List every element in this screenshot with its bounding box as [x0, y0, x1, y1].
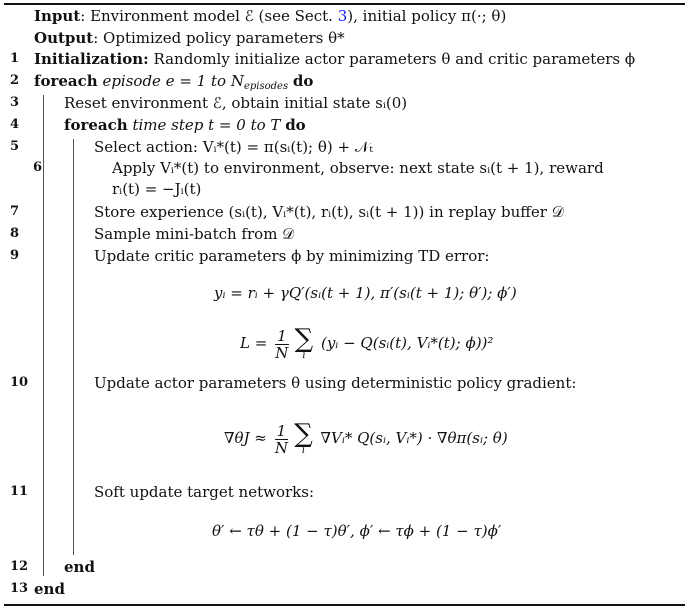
bottom-rule — [4, 604, 685, 606]
block-bar-outer — [43, 95, 44, 576]
line-number: 1 — [10, 51, 20, 66]
keyword-foreach: foreach — [34, 72, 98, 90]
loss-lhs: L = — [240, 334, 268, 352]
line-number: 3 — [10, 95, 20, 110]
sum-index: i — [301, 445, 306, 456]
line-7: Store experience (sᵢ(t), Vᵢ*(t), rᵢ(t), … — [94, 203, 564, 221]
line-4: foreach time step t = 0 to T do — [64, 115, 306, 135]
sum-symbol: ∑i — [294, 419, 313, 456]
input-label: Input — [34, 7, 81, 25]
keyword-end: end — [64, 558, 95, 576]
line-9: Update critic parameters ϕ by minimizing… — [94, 247, 490, 265]
init-label: Initialization: — [34, 50, 149, 68]
loop-spec: episode e = 1 to N — [102, 72, 244, 90]
output-text: : Optimized policy parameters θ* — [93, 29, 345, 47]
line-number: 4 — [10, 117, 20, 132]
line-10: Update actor parameters θ using determin… — [94, 374, 577, 392]
line-number: 5 — [10, 139, 20, 154]
loop-sub: episodes — [243, 81, 289, 92]
line-3: Reset environment ℰ, obtain initial stat… — [64, 94, 408, 112]
block-bar-inner — [73, 139, 74, 555]
output-label: Output — [34, 29, 94, 47]
line-number: 13 — [10, 581, 29, 596]
sigma: ∑ — [294, 419, 313, 449]
line-number: 6 — [33, 160, 43, 175]
equation-soft-update: θ′ ← τθ + (1 − τ)θ′, ϕ′ ← τϕ + (1 − τ)ϕ′ — [212, 522, 502, 540]
keyword-do: do — [285, 116, 306, 134]
line-6b: rᵢ(t) = −Jᵢ(t) — [112, 180, 202, 198]
numerator: 1 — [275, 326, 289, 345]
line-1: Initialization: Randomly initialize acto… — [34, 49, 635, 69]
line-6a: Apply Vᵢ*(t) to environment, observe: ne… — [112, 159, 604, 177]
sigma: ∑ — [294, 324, 314, 354]
sum-index: i — [302, 350, 306, 361]
loss-rhs: (yᵢ − Q(sᵢ(t), Vᵢ*(t); ϕ))² — [320, 334, 494, 352]
keyword-do: do — [292, 72, 314, 90]
line-2: foreach episode e = 1 to Nepisodes do — [34, 71, 313, 97]
gradient-rhs: ∇Vᵢ* Q(sᵢ, Vᵢ*) · ∇θπ(sᵢ; θ) — [320, 429, 508, 447]
section-link[interactable]: 3 — [337, 7, 348, 25]
denominator: N — [274, 438, 288, 457]
line-number: 9 — [10, 248, 20, 263]
line-number: 7 — [10, 204, 20, 219]
line-number: 12 — [10, 559, 29, 574]
line-8: Sample mini-batch from 𝒟 — [94, 225, 295, 243]
line-number: 10 — [10, 375, 29, 390]
input-text: : Environment model ℰ (see Sect. — [80, 7, 338, 25]
gradient-lhs: ∇θJ ≈ — [224, 429, 267, 447]
equation-target: yᵢ = rᵢ + γQ′(sᵢ(t + 1), π′(sᵢ(t + 1); θ… — [214, 284, 517, 302]
init-text: Randomly initialize actor parameters θ a… — [148, 50, 636, 68]
output-line: Output: Optimized policy parameters θ* — [34, 28, 345, 48]
top-rule — [4, 3, 685, 5]
numerator: 1 — [274, 421, 289, 440]
line-number: 8 — [10, 226, 20, 241]
loop-spec: time step t = 0 to T — [132, 116, 281, 134]
input-tail: ), initial policy π(·; θ) — [347, 7, 507, 25]
line-11: Soft update target networks: — [94, 483, 314, 501]
input-line: Input: Environment model ℰ (see Sect. 3)… — [34, 6, 506, 26]
line-number: 11 — [10, 484, 29, 499]
keyword-end: end — [34, 580, 65, 598]
denominator: N — [275, 343, 289, 362]
sum-symbol: ∑i — [294, 324, 314, 361]
keyword-foreach: foreach — [64, 116, 128, 134]
line-number: 2 — [10, 73, 20, 88]
line-5: Select action: Vᵢ*(t) = π(sᵢ(t); θ) + 𝒩ₜ — [94, 138, 373, 156]
